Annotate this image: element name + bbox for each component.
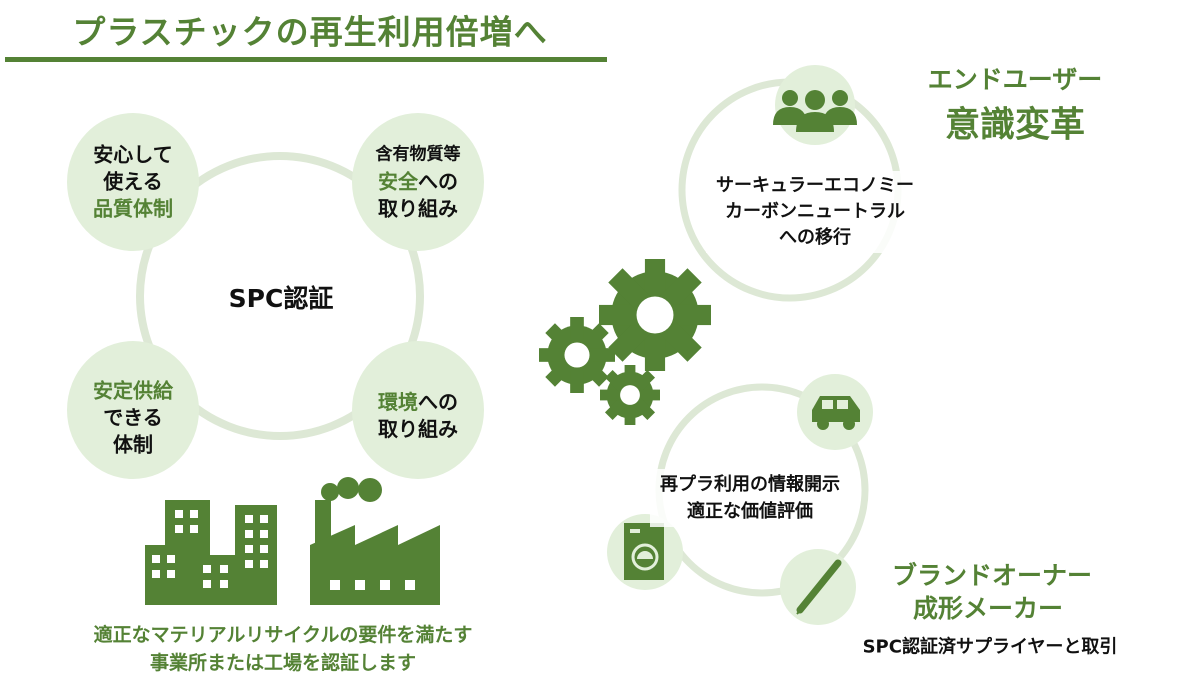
enduser-label: エンドユーザー — [927, 64, 1103, 94]
enduser-change-label: 意識変革 — [944, 105, 1086, 146]
node-quality: 安心して 使える 品質体制 — [93, 142, 173, 223]
node-environment-line1: への — [418, 390, 458, 414]
node-quality-line1: 安心して — [93, 142, 173, 167]
page-title: プラスチックの再生利用倍増へ — [72, 12, 548, 52]
title-underline — [5, 57, 607, 62]
caption-line1: 適正なマテリアルリサイクルの要件を満たす — [93, 624, 473, 646]
node-safety-line2: への — [418, 169, 458, 194]
node-supply-line3: 体制 — [113, 432, 153, 457]
node-environment-highlight: 環境 — [378, 390, 418, 414]
molder-label: 成形メーカー — [912, 593, 1064, 623]
gear-small-icon — [600, 365, 660, 425]
pen-icon — [796, 559, 842, 615]
node-quality-line2: 使える — [103, 169, 163, 194]
node-environment: 環境への 取り組み — [378, 389, 458, 443]
disclosure-line1: 再プラ利用の情報開示 — [660, 474, 840, 495]
node-supply: 安定供給 できる 体制 — [93, 378, 173, 459]
node-supply-line2: できる — [103, 405, 163, 430]
node-circle-environment — [352, 341, 484, 479]
spc-center-label: SPC認証 — [228, 283, 334, 313]
node-circle-safety — [352, 113, 484, 251]
node-environment-line2: 取り組み — [378, 417, 458, 441]
node-safety-line1: 含有物質等 — [375, 144, 461, 165]
gear-medium-icon — [539, 317, 615, 393]
node-supply-line1: 安定供給 — [93, 378, 173, 403]
people-icon — [773, 90, 857, 132]
node-safety-line3: 取り組み — [378, 196, 458, 221]
transition-line3: への移行 — [779, 227, 851, 248]
spc-ring — [136, 152, 424, 440]
brand-owner-label: ブランドオーナー — [891, 560, 1093, 590]
gear-large-icon — [599, 259, 711, 371]
car-icon — [812, 396, 860, 430]
caption-line2: 事業所または工場を認証します — [149, 652, 416, 674]
factory-icon — [310, 477, 440, 605]
spc-caption: 適正なマテリアルリサイクルの要件を満たす 事業所または工場を認証します — [94, 621, 473, 677]
node-safety-highlight: 安全 — [378, 169, 418, 194]
buildings-icon — [145, 500, 277, 605]
disclosure-text: 再プラ利用の情報開示 適正な価値評価 — [650, 469, 850, 527]
node-circle-supply — [67, 341, 199, 479]
transition-line2: カーボンニュートラル — [725, 201, 905, 222]
node-circle-quality — [67, 113, 199, 251]
supplier-note: SPC認証済サプライヤーと取引 — [862, 636, 1118, 658]
node-quality-line3: 品質体制 — [93, 196, 173, 221]
disclosure-line2: 適正な価値評価 — [687, 501, 813, 522]
node-safety: 含有物質等 安全への 取り組み — [376, 142, 461, 223]
transition-line1: サーキュラーエコノミー — [716, 175, 914, 196]
washing-machine-icon — [624, 523, 664, 580]
transition-text: サーキュラーエコノミー カーボンニュートラル への移行 — [706, 171, 924, 253]
